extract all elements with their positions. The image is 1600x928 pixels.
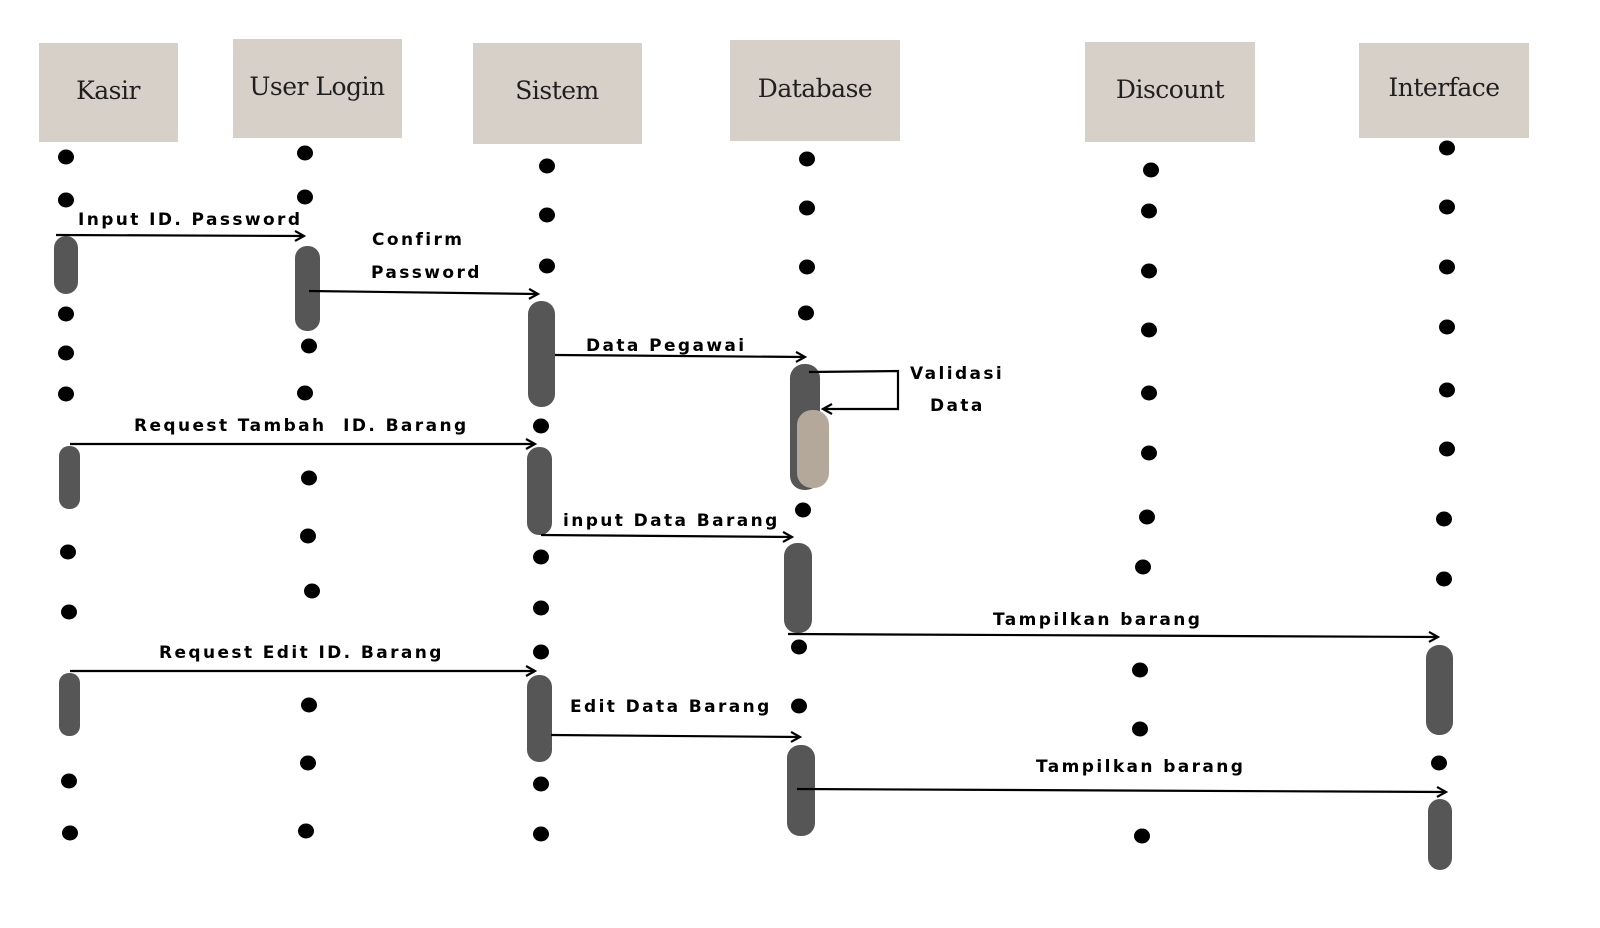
lifeline-dots-interface xyxy=(1431,140,1455,771)
message-confirm-password: Confirm Password xyxy=(308,230,538,294)
label-request-tambah: Request Tambah ID. Barang xyxy=(134,416,469,436)
arrow-tampilkan-barang-1 xyxy=(787,634,1438,637)
label-edit-data-barang: Edit Data Barang xyxy=(570,697,772,717)
label-input-data-barang: input Data Barang xyxy=(563,511,780,531)
message-input-data-barang: input Data Barang xyxy=(540,511,792,537)
message-input-id-password: Input ID. Password xyxy=(55,210,304,236)
activation-kasir-3 xyxy=(59,673,80,736)
lifeline-header-database: Database xyxy=(730,40,900,141)
lifeline-dots-kasir xyxy=(58,149,78,841)
activation-user-login-1 xyxy=(295,246,320,331)
message-edit-data-barang: Edit Data Barang xyxy=(550,697,800,737)
arrow-validasi-data-self xyxy=(808,369,900,409)
label-data-pegawai: Data Pegawai xyxy=(586,336,747,356)
activation-bars xyxy=(54,236,1453,870)
message-data-pegawai: Data Pegawai xyxy=(554,336,805,357)
message-request-tambah: Request Tambah ID. Barang xyxy=(70,416,535,444)
label-request-edit: Request Edit ID. Barang xyxy=(159,643,444,663)
arrow-tampilkan-barang-2 xyxy=(796,789,1446,792)
activation-sistem-1 xyxy=(528,301,555,407)
lifeline-header-interface: Interface xyxy=(1359,43,1529,138)
activation-interface-2 xyxy=(1428,799,1452,870)
lifeline-dots-sistem xyxy=(533,158,555,842)
label-input-id-password: Input ID. Password xyxy=(78,210,302,230)
lifeline-label-database: Database xyxy=(758,74,872,103)
lifeline-header-sistem: Sistem xyxy=(473,43,642,144)
message-validasi-data: Validasi Data xyxy=(808,364,1004,416)
activation-sistem-2 xyxy=(527,447,552,535)
activation-kasir-1 xyxy=(54,236,78,294)
label-validasi-data-2: Data xyxy=(930,396,985,416)
lifeline-dots-user-login xyxy=(297,145,320,839)
lifeline-dots-database xyxy=(791,151,815,714)
lifeline-dots-discount xyxy=(1132,162,1159,844)
label-confirm-password-2: Password xyxy=(371,263,482,283)
activation-sistem-3 xyxy=(527,675,552,762)
arrow-confirm-password xyxy=(308,291,538,294)
activation-database-validation xyxy=(797,410,829,488)
message-tampilkan-barang-2: Tampilkan barang xyxy=(796,757,1446,792)
lifeline-label-discount: Discount xyxy=(1116,75,1225,104)
arrow-input-data-barang xyxy=(540,535,792,537)
label-confirm-password-1: Confirm xyxy=(372,230,464,250)
activation-database-2 xyxy=(784,543,812,633)
lifeline-label-user-login: User Login xyxy=(249,72,385,101)
activation-database-3 xyxy=(787,745,815,836)
activation-kasir-2 xyxy=(59,446,80,509)
lifeline-header-kasir: Kasir xyxy=(39,43,178,142)
message-request-edit: Request Edit ID. Barang xyxy=(70,643,535,671)
arrow-data-pegawai xyxy=(554,355,805,357)
lifeline-header-user-login: User Login xyxy=(233,39,402,138)
label-validasi-data-1: Validasi xyxy=(910,364,1004,384)
lifeline-label-interface: Interface xyxy=(1388,73,1499,102)
label-tampilkan-barang-2: Tampilkan barang xyxy=(1036,757,1245,777)
lifeline-label-sistem: Sistem xyxy=(515,76,599,105)
message-tampilkan-barang-1: Tampilkan barang xyxy=(787,610,1438,637)
arrow-edit-data-barang xyxy=(550,735,800,737)
label-tampilkan-barang-1: Tampilkan barang xyxy=(993,610,1202,630)
arrow-input-id-password xyxy=(55,235,304,236)
activation-interface-1 xyxy=(1426,645,1453,735)
lifeline-label-kasir: Kasir xyxy=(76,76,140,105)
lifeline-header-discount: Discount xyxy=(1085,42,1255,142)
